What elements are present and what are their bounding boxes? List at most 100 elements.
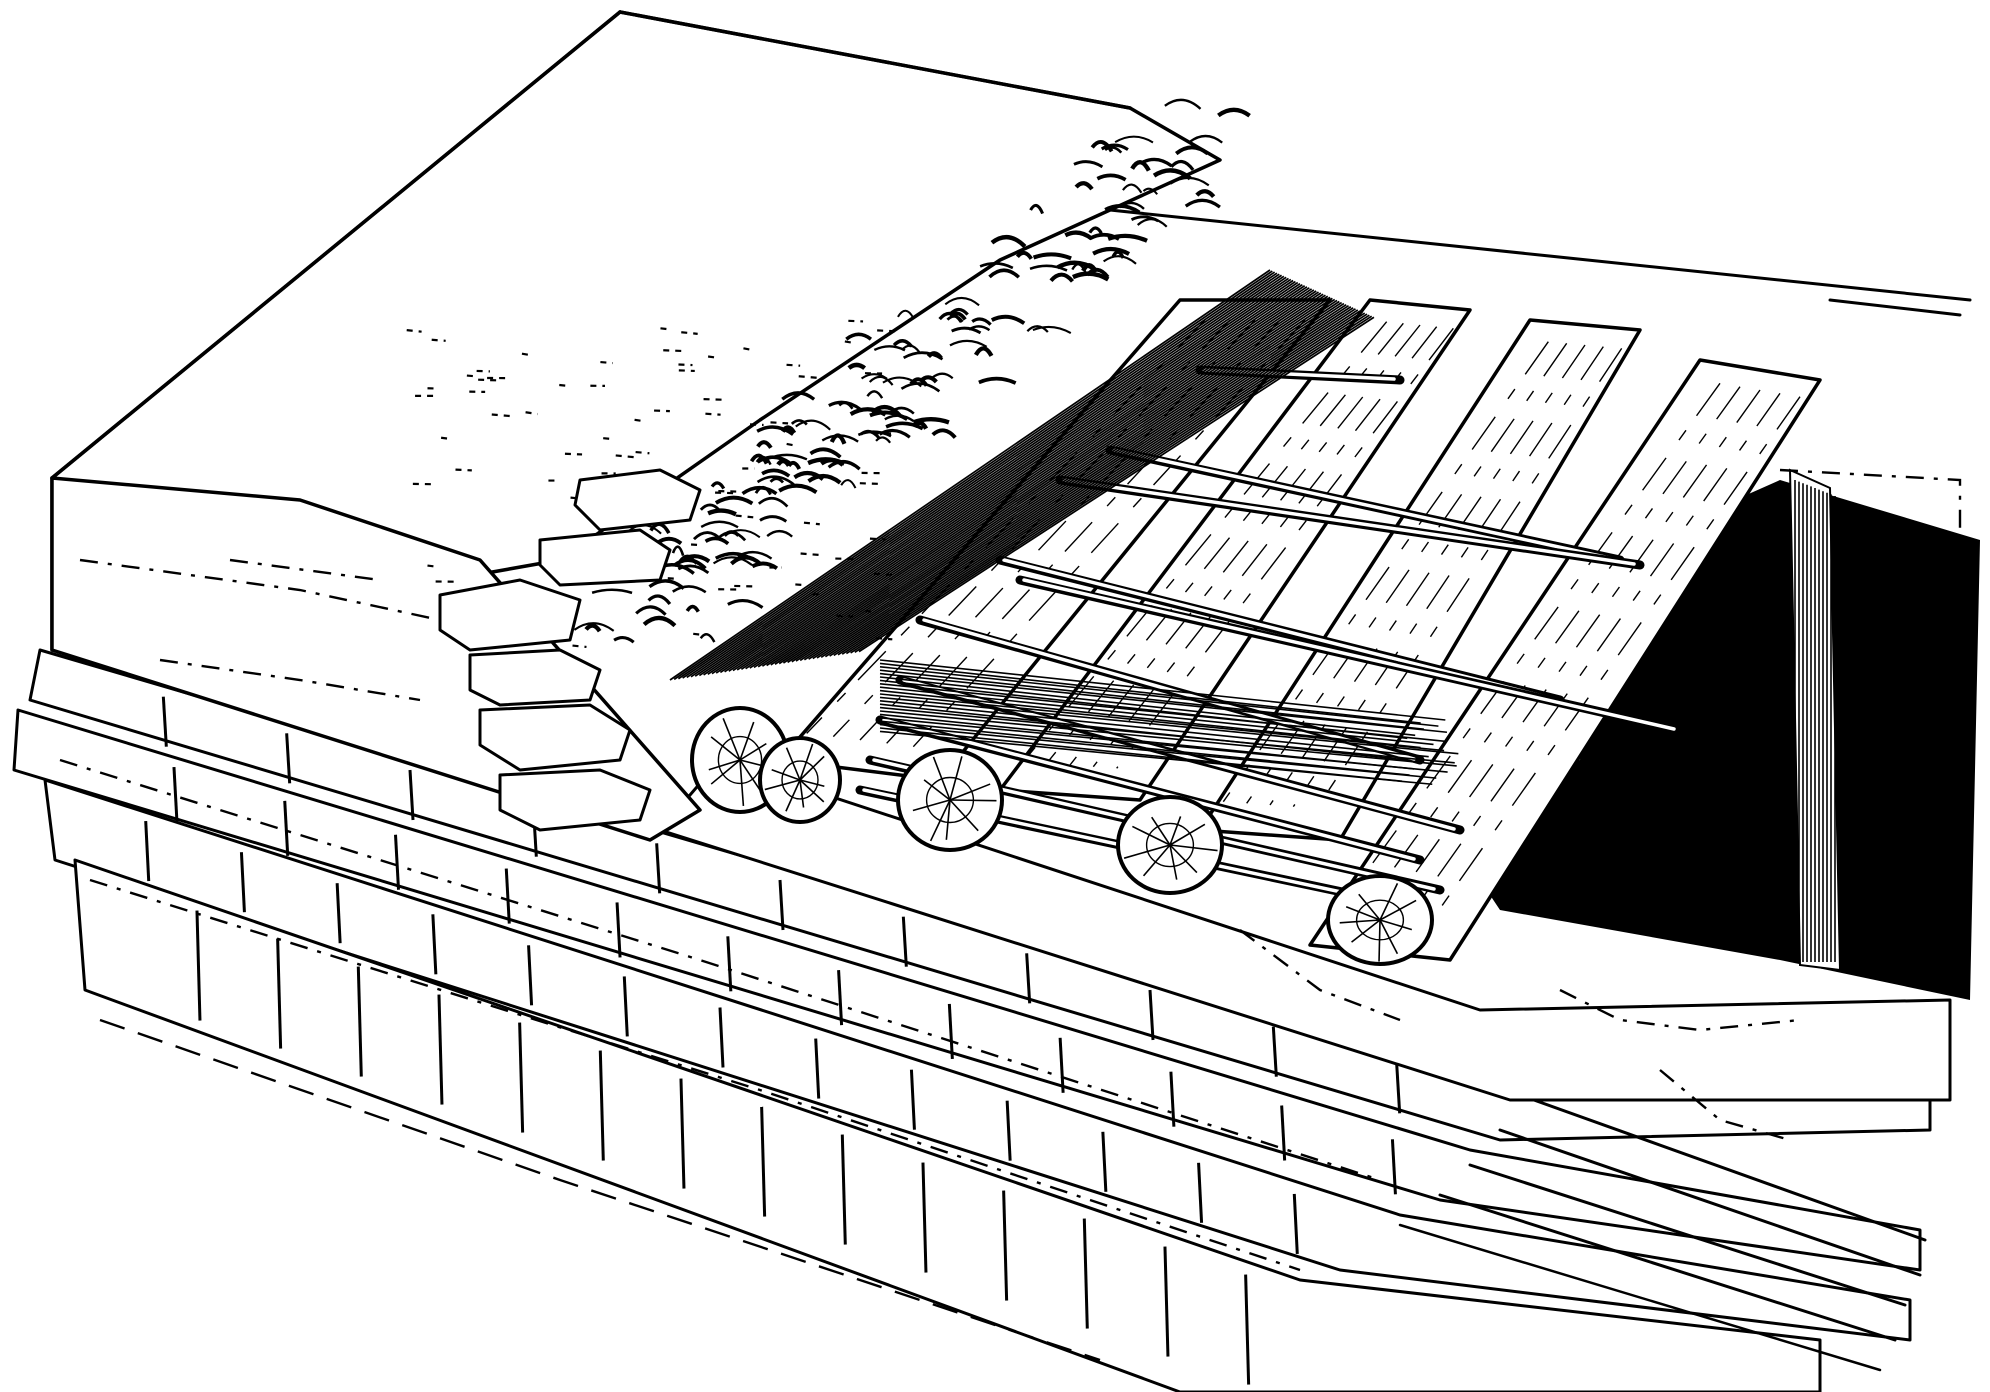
reed (736, 286, 1308, 671)
speck (525, 411, 538, 416)
reed (879, 700, 1429, 758)
reed (879, 706, 1455, 764)
reed (715, 280, 1296, 674)
log-crack (923, 779, 951, 801)
log-crack (771, 769, 801, 781)
rubble-stroke (591, 588, 633, 595)
log-crack (1378, 919, 1381, 962)
reed (669, 269, 1271, 681)
rubble-stroke (979, 262, 1014, 270)
rubble-stroke (1136, 218, 1168, 228)
log-crack (1351, 919, 1381, 943)
rubble-stroke (978, 376, 1017, 385)
log-crack (1345, 906, 1381, 921)
reed (728, 283, 1303, 672)
rubble-stroke (988, 268, 1021, 279)
log-crack (1339, 919, 1381, 924)
reed (749, 289, 1315, 669)
brick-joint (161, 696, 168, 747)
reed (854, 315, 1373, 653)
reed (850, 314, 1370, 654)
reed (837, 311, 1363, 656)
wood-grain (1379, 389, 1761, 923)
rubble-stroke (677, 564, 710, 575)
speck (572, 644, 587, 649)
rubble-stroke (1184, 198, 1221, 209)
brick-joint (276, 938, 283, 1049)
rubble-stroke (1170, 159, 1195, 171)
rubble-stroke (849, 407, 887, 417)
reed (858, 316, 1375, 653)
rubble-stroke (838, 401, 854, 410)
reed (833, 310, 1361, 657)
brick-joint (408, 769, 415, 821)
log-ring (717, 735, 763, 785)
rubble-stroke (647, 594, 672, 606)
log-crack (1169, 844, 1178, 880)
rubble-stroke (949, 311, 967, 321)
speck (466, 374, 477, 378)
speck (681, 331, 698, 335)
reed (820, 307, 1354, 659)
rubble-stroke (847, 362, 867, 370)
speck (786, 363, 801, 367)
log-crack (799, 779, 825, 803)
reed (682, 272, 1278, 679)
rubble-stroke (1217, 107, 1251, 118)
reed (803, 302, 1345, 661)
rubble-stroke (727, 599, 764, 609)
rubble-stroke (635, 605, 667, 616)
brick-joint (1082, 1218, 1089, 1329)
rubble-stroke (1189, 134, 1223, 144)
rubble-stroke (781, 391, 816, 401)
brick-joint (504, 868, 511, 924)
brick-joint (1292, 1193, 1299, 1255)
rubble-stroke (882, 376, 922, 388)
speck (427, 564, 438, 568)
rubble-stroke (749, 453, 769, 465)
rubble-stroke (869, 410, 909, 421)
speck (678, 369, 695, 373)
reed (707, 278, 1292, 676)
brick-joint (239, 852, 246, 913)
rubble-stroke (1056, 260, 1097, 272)
speck (406, 329, 422, 333)
speck (603, 437, 614, 441)
brick-joint (1197, 1162, 1204, 1223)
log-crack (1123, 844, 1171, 859)
speck (634, 418, 644, 423)
speck (707, 355, 719, 359)
speck (431, 338, 446, 342)
wood-grain (1426, 396, 1801, 928)
rubble-stroke (990, 314, 1026, 325)
log-crack (1169, 816, 1182, 846)
rubble-stroke (613, 636, 635, 644)
rubble-stroke (700, 520, 739, 529)
rubble-stroke (795, 419, 831, 431)
rubble-stroke (1142, 187, 1158, 195)
reed (879, 676, 1416, 737)
reed (879, 693, 1445, 752)
reed (732, 285, 1306, 672)
log-crack (1379, 883, 1399, 921)
log-crack (1132, 825, 1171, 846)
speck (521, 352, 532, 357)
brick-joint (1002, 1190, 1009, 1301)
rubble-stroke (949, 339, 988, 348)
rubble-stroke (757, 496, 789, 508)
log-crack (764, 779, 801, 791)
rubble-stroke (714, 495, 754, 506)
rubble-stroke (704, 536, 730, 546)
speck (654, 409, 670, 413)
speck (478, 378, 501, 382)
speck (800, 552, 819, 556)
rubble-stroke (1015, 250, 1033, 260)
log-crack (1379, 899, 1417, 921)
speck (795, 583, 805, 587)
speck (690, 543, 701, 547)
rubble-stroke (926, 351, 943, 360)
reed (694, 275, 1285, 677)
speck (455, 468, 472, 472)
reed (879, 683, 1447, 743)
